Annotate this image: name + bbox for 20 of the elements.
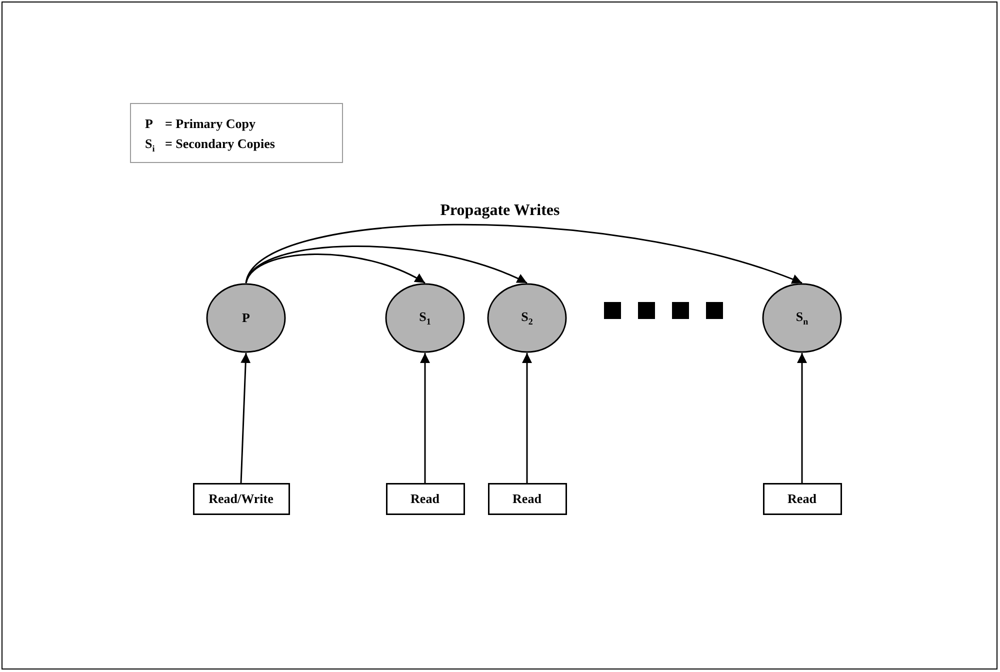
arrow [245, 254, 426, 284]
node-label: P [242, 310, 250, 326]
arrow [797, 353, 807, 483]
operation-label: Read [788, 491, 816, 507]
node-label: S$_{n}$ [796, 309, 808, 327]
operation-label: Read [410, 491, 440, 507]
arrow [420, 353, 430, 483]
legend-symbol: S$_{i}$ [145, 136, 155, 154]
legend-symbol: P [145, 116, 153, 132]
legend-text: = Primary Copy [165, 116, 256, 132]
operation-label: Read/Write [208, 491, 274, 507]
node-label: S$_{2}$ [521, 309, 533, 327]
legend-text: = Secondary Copies [165, 136, 275, 152]
arrow [240, 352, 251, 484]
arrow [245, 224, 802, 284]
arrow [245, 246, 528, 284]
arrow [522, 353, 532, 483]
operation-label: Read [512, 491, 542, 507]
diagram-title: Propagate Writes [440, 202, 560, 219]
node-label: S$_{1}$ [419, 309, 431, 327]
